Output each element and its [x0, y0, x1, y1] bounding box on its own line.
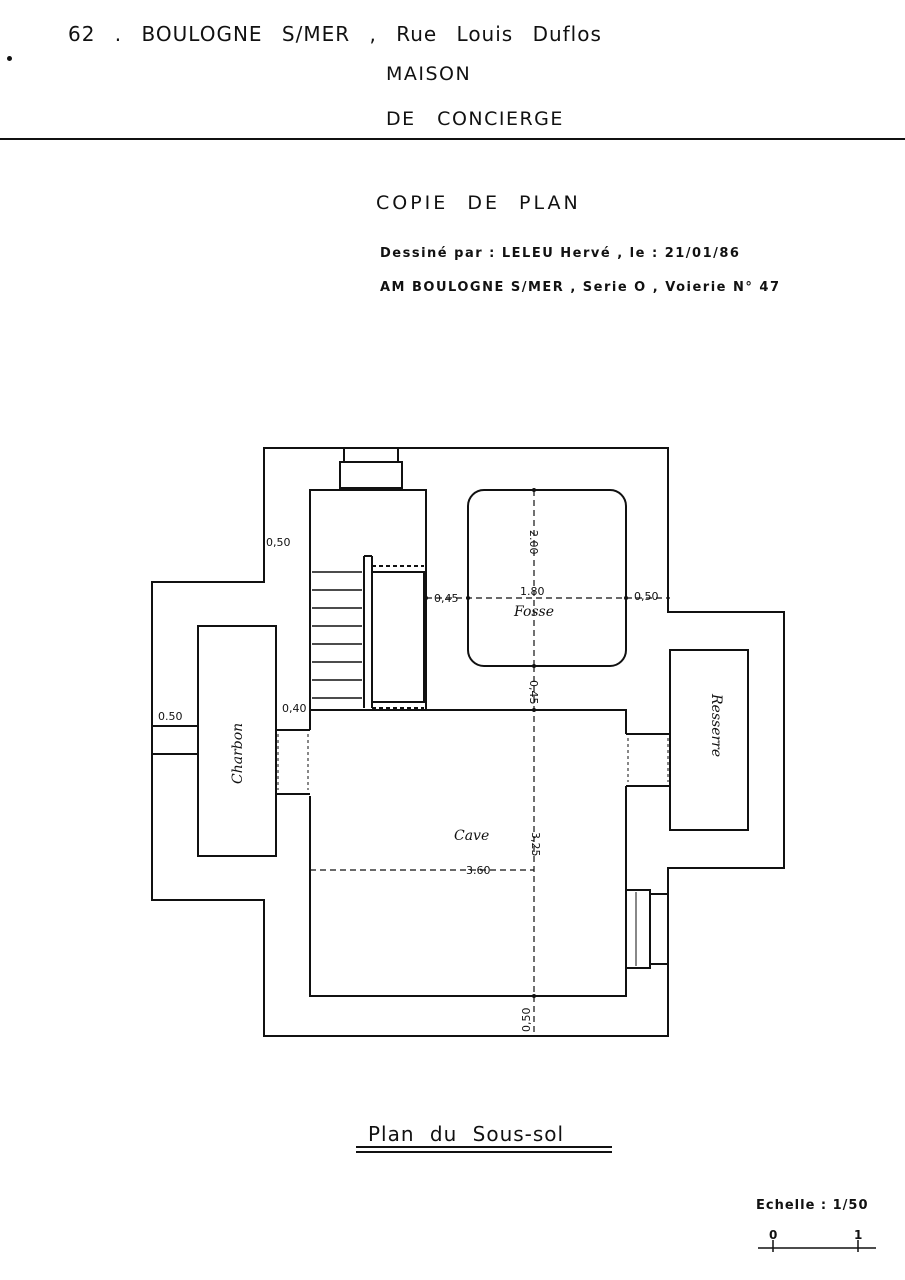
dim-fosse-height: 2.00 [527, 530, 540, 555]
dim-cave-width: 3.60 [466, 864, 491, 877]
header-divider [0, 138, 905, 140]
room-label-charbon: Charbon [230, 723, 246, 784]
resserre-room [669, 649, 749, 831]
stair-landing [371, 571, 425, 703]
entrance-step-top [343, 447, 399, 463]
entrance-step [339, 461, 403, 489]
dim-wall-left: 0.50 [158, 710, 183, 723]
plan-title-underline-2 [356, 1151, 612, 1153]
scale-label: Echelle : 1/50 [756, 1198, 869, 1213]
drawn-by-line: Dessiné par : LELEU Hervé , le : 21/01/8… [380, 246, 741, 261]
outer-wall-outline [151, 447, 785, 1037]
plan-title: Plan du Sous-sol [368, 1122, 565, 1146]
dim-fosse-right: 0,50 [634, 590, 659, 603]
room-label-resserre: Resserre [708, 693, 724, 757]
dim-fosse-width: 1.80 [520, 585, 545, 598]
scale-tick-end: 1 [854, 1228, 863, 1242]
fosse-tank [467, 489, 627, 667]
dim-fosse-left: 0,45 [434, 592, 459, 605]
dim-cave-height: 3,25 [529, 832, 542, 857]
plan-title-underline [356, 1146, 612, 1148]
scale-tick-start: 0 [769, 1228, 778, 1242]
building-type-line2: DE CONCIERGE [386, 108, 564, 130]
stair-enclosure [309, 489, 427, 710]
dim-wall-bottom: 0,50 [520, 1008, 533, 1033]
scale-bar: 0 1 [758, 1228, 876, 1252]
cave-window [625, 889, 651, 969]
building-type-line1: MAISON [386, 63, 472, 85]
charbon-room [197, 625, 277, 857]
dim-fosse-cave-gap: 0,45 [527, 680, 540, 705]
room-label-cave: Cave [454, 828, 489, 844]
cave-room [309, 709, 627, 997]
room-label-fosse: Fosse [513, 604, 554, 620]
copy-title: COPIE DE PLAN [376, 192, 581, 214]
archive-reference-line: AM BOULOGNE S/MER , Serie O , Voierie N°… [380, 280, 781, 295]
stair-treads [312, 571, 362, 699]
address-line: 62 . BOULOGNE S/MER , Rue Louis Duflos [68, 22, 602, 46]
margin-dot [7, 56, 12, 61]
dim-wall-top-left: 0,50 [266, 536, 291, 549]
dim-wall-inner-left: 0,40 [282, 702, 307, 715]
